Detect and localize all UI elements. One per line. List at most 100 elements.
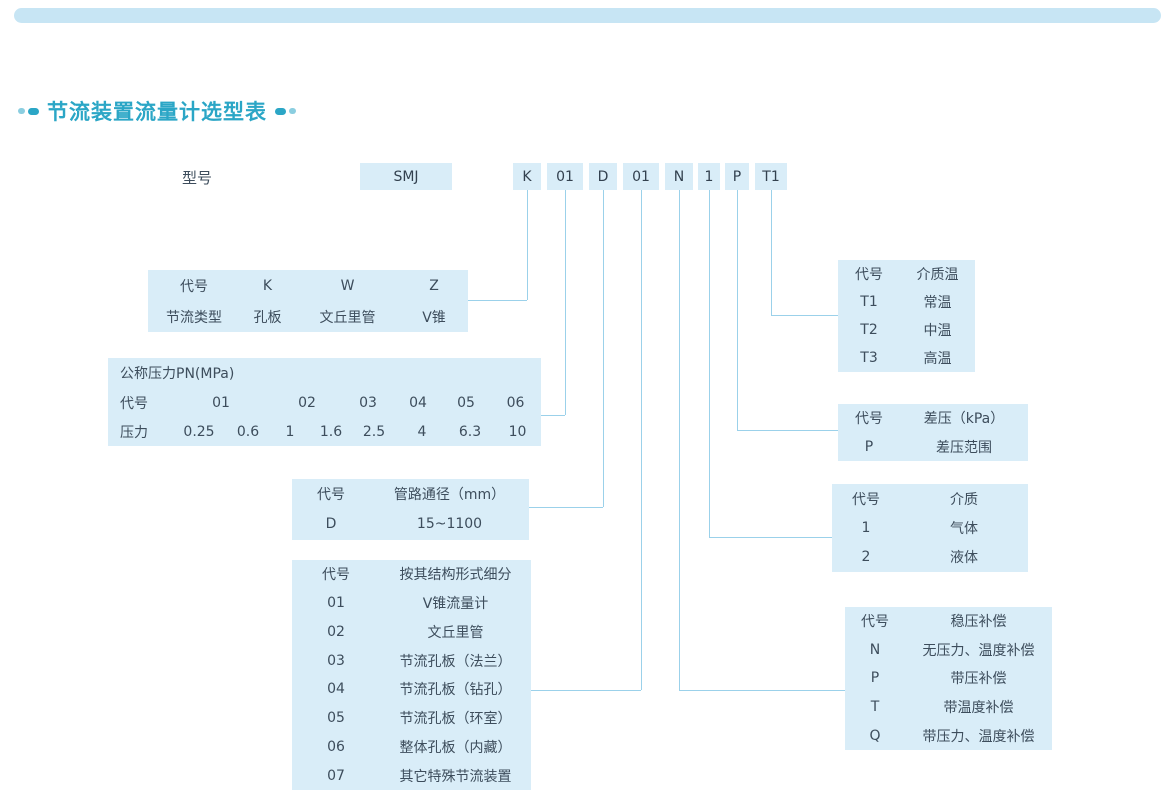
- table-cell: T: [870, 699, 880, 716]
- connector-temperature-v: [771, 190, 772, 315]
- table-cell: 2.5: [362, 423, 386, 440]
- table-row: T1 常温: [838, 288, 975, 316]
- table-cell: 0.6: [236, 423, 260, 440]
- connector-throttle-h: [468, 300, 527, 301]
- table-row: 1 气体: [832, 513, 1028, 542]
- medium-temperature-table: 代号 介质温 T1 常温 T2 中温 T3 高温: [838, 260, 975, 372]
- table-row: Q 带压力、温度补偿: [845, 721, 1052, 750]
- table-cell: 01: [327, 595, 345, 612]
- table-cell: 文丘里管: [427, 624, 484, 641]
- table-cell: V锥流量计: [422, 596, 489, 613]
- table-cell: 代号: [861, 614, 889, 631]
- table-cell: 差压（kPa）: [923, 411, 1005, 428]
- medium-table: 代号 介质 1 气体 2 液体: [832, 484, 1028, 572]
- table-cell: 1: [861, 519, 871, 536]
- table-cell: 无压力、温度补偿: [922, 642, 1035, 659]
- table-row: 03 节流孔板（法兰）: [292, 646, 531, 675]
- table-row: P 带压补偿: [845, 664, 1052, 693]
- table-cell: 4: [417, 423, 427, 440]
- connector-structure-v: [641, 190, 642, 690]
- table-cell: 03: [327, 652, 345, 669]
- table-row: 代号 管路通径（mm）: [292, 479, 529, 509]
- table-row: D 15~1100: [292, 509, 529, 539]
- table-cell: 03: [359, 394, 377, 411]
- table-cell: T1: [860, 294, 878, 310]
- table-cell: 01: [212, 394, 230, 411]
- table-cell: 02: [327, 623, 345, 640]
- table-row: 02 文丘里管: [292, 618, 531, 647]
- code-box-pressure: 01: [547, 163, 583, 190]
- code-box-compensation: N: [665, 163, 693, 190]
- title-decoration-left-icon: [18, 107, 39, 115]
- throttle-type-table: 代号 K W Z 节流类型 孔板 文丘里管 V锥: [148, 270, 468, 332]
- table-cell: 带压补偿: [950, 671, 1007, 688]
- table-row: 代号 稳压补偿: [845, 607, 1052, 636]
- table-title: 公称压力PN(MPa): [120, 366, 235, 382]
- table-cell: 高温: [923, 351, 952, 367]
- connector-diff-pressure-h: [737, 430, 838, 431]
- table-row: 压力 0.25 0.6 1 1.6 2.5 4 6.3 10: [108, 417, 541, 446]
- table-cell: 代号: [317, 487, 345, 503]
- connector-diameter-v: [603, 190, 604, 507]
- table-cell: 05: [327, 710, 345, 727]
- table-cell: Q: [869, 727, 881, 744]
- page-title: 节流装置流量计选型表: [47, 100, 267, 124]
- table-cell: 介质: [950, 491, 978, 508]
- table-cell: 06: [327, 738, 345, 755]
- connector-medium-v: [709, 190, 710, 537]
- table-cell: 0.25: [183, 423, 215, 440]
- table-row: 代号 介质温: [838, 260, 975, 288]
- code-box-throttle-type: K: [513, 163, 541, 190]
- connector-pressure-v: [565, 190, 566, 415]
- connector-diameter-h: [529, 507, 603, 508]
- model-label: 型号: [182, 169, 213, 187]
- table-row: 2 液体: [832, 543, 1028, 572]
- table-cell: 节流孔板（钻孔）: [399, 682, 512, 699]
- connector-pressure-h: [541, 415, 565, 416]
- table-cell: 常温: [923, 295, 952, 311]
- table-cell: 稳压补偿: [950, 614, 1007, 631]
- table-cell: 代号: [855, 411, 883, 428]
- pipe-diameter-table: 代号 管路通径（mm） D 15~1100: [292, 479, 529, 540]
- table-cell: V锥: [422, 309, 446, 326]
- table-cell: 代号: [322, 567, 350, 584]
- table-cell: 07: [327, 767, 345, 784]
- table-cell: T2: [860, 322, 878, 338]
- table-cell: 中温: [923, 323, 952, 339]
- table-row: T 带温度补偿: [845, 693, 1052, 722]
- nominal-pressure-table: 公称压力PN(MPa) 代号 01 02 03 04 05 06 压力 0.25…: [108, 358, 541, 446]
- table-row: 代号 介质: [832, 484, 1028, 513]
- table-row: T3 高温: [838, 344, 975, 372]
- table-cell: 02: [298, 394, 316, 411]
- table-cell: 气体: [950, 520, 978, 537]
- table-row: 代号 K W Z: [148, 270, 468, 301]
- table-row: 05 节流孔板（环室）: [292, 704, 531, 733]
- table-cell: 差压范围: [936, 439, 992, 456]
- table-cell: 代号: [852, 491, 880, 508]
- connector-diff-pressure-v: [737, 190, 738, 430]
- table-cell: 文丘里管: [319, 309, 376, 326]
- table-row: N 无压力、温度补偿: [845, 636, 1052, 665]
- table-cell: P: [870, 670, 880, 687]
- table-cell: T3: [860, 350, 878, 366]
- table-cell: 15~1100: [416, 516, 483, 532]
- connector-compensation-h: [679, 690, 845, 691]
- table-cell: 整体孔板（内藏）: [399, 739, 512, 756]
- table-cell: N: [869, 641, 881, 658]
- table-cell: 代号: [180, 278, 208, 295]
- compensation-table: 代号 稳压补偿 N 无压力、温度补偿 P 带压补偿 T 带温度补偿 Q 带压力、…: [845, 607, 1052, 750]
- table-cell: 节流类型: [166, 309, 222, 326]
- structure-form-table: 代号 按其结构形式细分 01 V锥流量计 02 文丘里管 03 节流孔板（法兰）…: [292, 560, 531, 790]
- table-cell: 04: [409, 394, 427, 411]
- table-row: 07 其它特殊节流装置: [292, 761, 531, 790]
- differential-pressure-table: 代号 差压（kPa） P 差压范围: [838, 404, 1028, 461]
- table-row: 01 V锥流量计: [292, 589, 531, 618]
- table-cell: 压力: [120, 424, 148, 441]
- table-cell: 05: [457, 394, 475, 411]
- table-cell: 2: [861, 549, 871, 566]
- table-cell: 孔板: [253, 309, 282, 326]
- table-cell: K: [262, 277, 273, 294]
- table-cell: 液体: [950, 550, 978, 567]
- table-cell: 10: [508, 423, 527, 440]
